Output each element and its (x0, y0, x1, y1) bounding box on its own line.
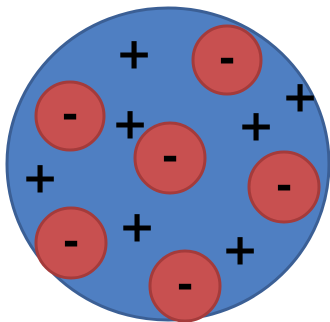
minus-sign: - (162, 134, 179, 180)
plus-charge: + (238, 101, 275, 152)
positive-charges: + + + + + + + (22, 29, 319, 276)
electron: - (191, 24, 263, 96)
plus-charge: + (119, 202, 156, 253)
plus-charge: + (282, 72, 319, 123)
electron: - (148, 249, 222, 322)
electron: - (247, 150, 321, 224)
minus-sign: - (219, 36, 236, 82)
minus-sign: - (276, 163, 293, 209)
minus-sign: - (62, 92, 79, 138)
electron: - (133, 121, 207, 195)
minus-sign: - (177, 262, 194, 308)
electrons: - - - - - - (34, 24, 321, 322)
electron: - (34, 206, 108, 280)
electron: - (34, 80, 106, 152)
plus-charge: + (116, 29, 153, 80)
minus-sign: - (63, 219, 80, 265)
plus-charge: + (222, 225, 259, 276)
plus-charge: + (22, 153, 59, 204)
